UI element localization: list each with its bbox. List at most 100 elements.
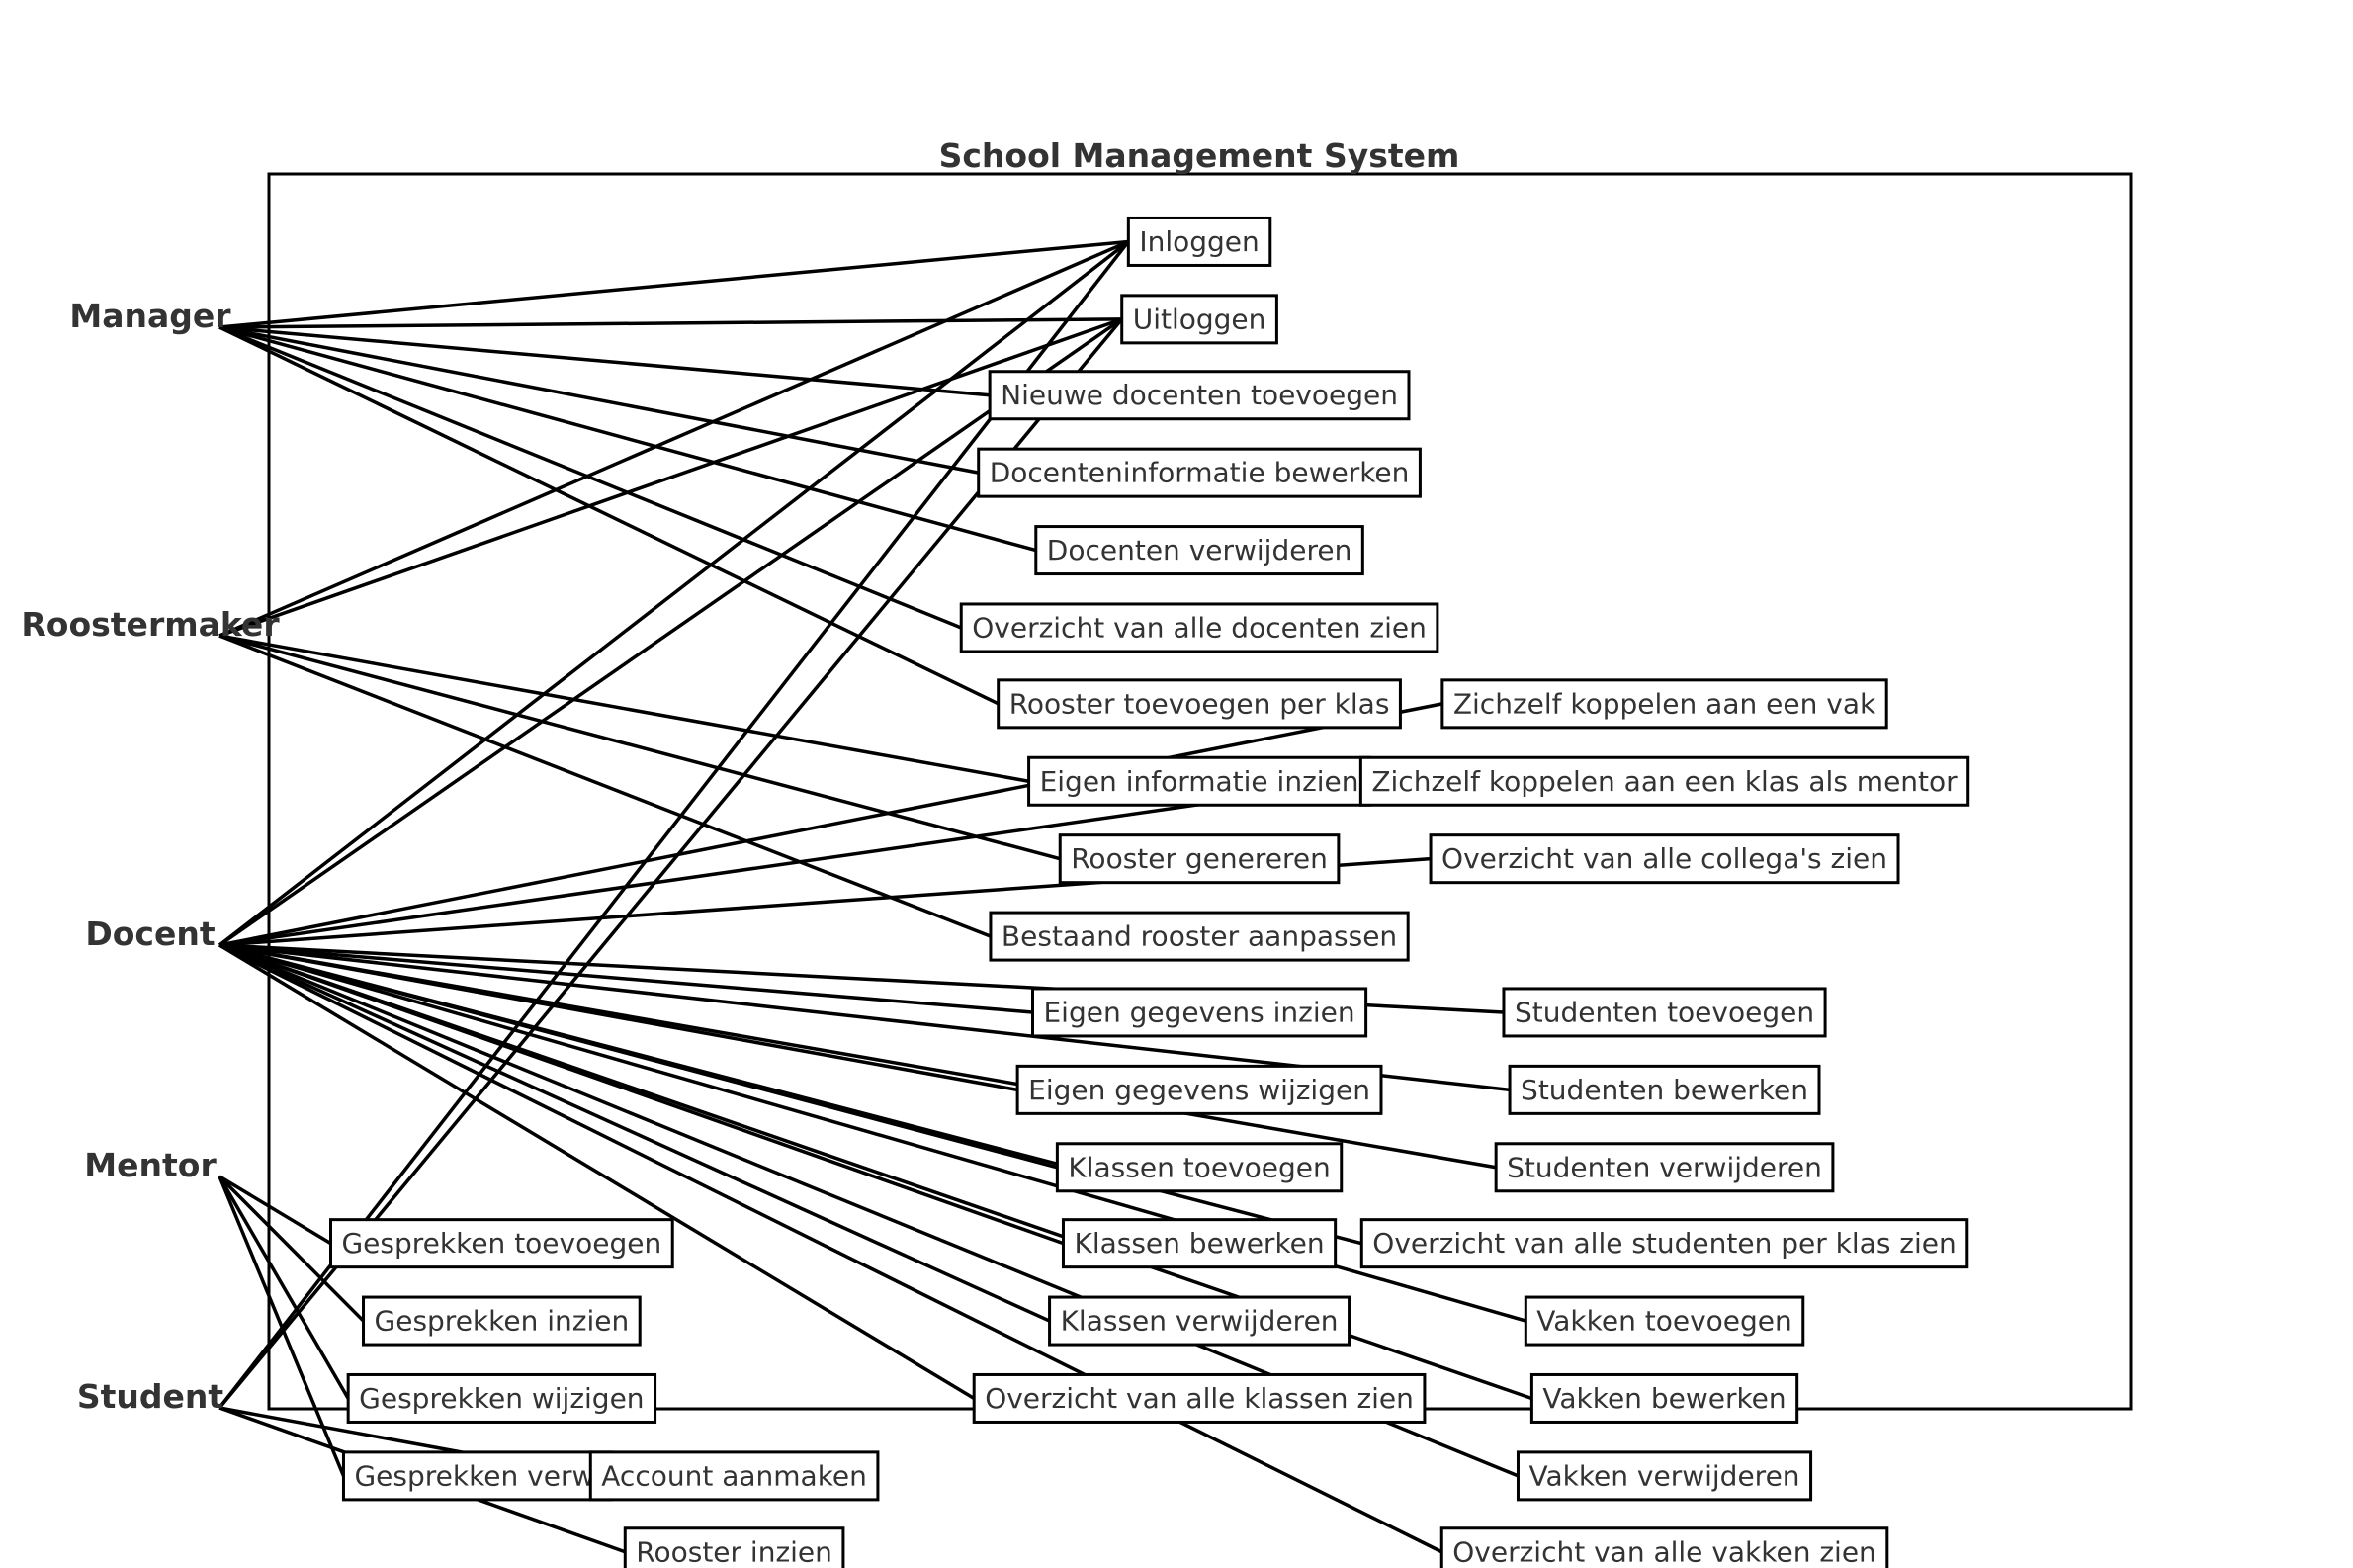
use-case-klassen-bewerken: Klassen bewerken — [1061, 1218, 1338, 1269]
use-case-label: Klassen bewerken — [1074, 1227, 1324, 1260]
use-case-box — [988, 370, 1411, 421]
use-case-klassen-verwijderen: Klassen verwijderen — [1048, 1295, 1351, 1347]
use-case-docenteninfo: Docenteninformatie bewerken — [977, 447, 1422, 498]
use-case-box — [1061, 1218, 1338, 1269]
use-case-docenten-verwijderen: Docenten verwijderen — [1034, 525, 1364, 576]
use-case-box — [362, 1295, 642, 1347]
use-case-eigen-info: Eigen informatie inzien — [1027, 755, 1372, 807]
use-case-label: Eigen gegevens inzien — [1043, 996, 1354, 1028]
use-case-label: Eigen informatie inzien — [1040, 765, 1359, 798]
association-manager-docenten-verwijderen — [218, 325, 1037, 553]
association-roostermaker-inloggen — [218, 239, 1130, 638]
use-case-label: Vakken bewerken — [1542, 1382, 1786, 1415]
use-case-label: Vakken verwijderen — [1528, 1459, 1799, 1492]
use-case-overzicht-studenten-klas: Overzicht van alle studenten per klas zi… — [1359, 1218, 1969, 1269]
use-case-label: Rooster toevoegen per klas — [1009, 687, 1390, 720]
use-case-label: Overzicht van alle docenten zien — [972, 611, 1427, 644]
association-roostermaker-eigen-info — [218, 634, 1029, 783]
use-case-box — [1508, 1064, 1821, 1115]
actor-mentor: Mentor — [84, 1146, 217, 1184]
use-case-label: Account aanmaken — [601, 1459, 867, 1492]
use-case-label: Klassen toevoegen — [1068, 1151, 1330, 1183]
use-case-box — [977, 447, 1422, 498]
use-case-nieuwe-docenten: Nieuwe docenten toevoegen — [988, 370, 1411, 421]
use-case-box — [1429, 833, 1900, 885]
use-case-box — [341, 1450, 613, 1502]
association-mentor-gesprekken-wijzigen — [218, 1176, 350, 1400]
association-docent-koppelen-klas-mentor — [218, 779, 1361, 947]
use-case-label: Docenten verwijderen — [1047, 534, 1352, 566]
use-case-rooster-inzien: Rooster inzien — [623, 1526, 845, 1568]
use-case-label: Zichzelf koppelen aan een vak — [1453, 687, 1876, 720]
association-docent-studenten-verwijderen — [218, 943, 1497, 1170]
use-case-box — [1055, 1142, 1344, 1193]
use-case-label: Zichzelf koppelen aan een klas als mento… — [1371, 765, 1958, 798]
use-case-label: Bestaand rooster aanpassen — [1002, 920, 1397, 953]
use-case-label: Nieuwe docenten toevoegen — [1001, 379, 1398, 411]
use-case-label: Overzicht van alle studenten per klas zi… — [1372, 1227, 1956, 1260]
use-case-gesprekken-verwijderen: Gesprekken verwijderen — [341, 1450, 651, 1502]
use-case-box — [588, 1450, 880, 1502]
actor-docent: Docent — [85, 915, 216, 953]
association-manager-nieuwe-docenten — [218, 325, 991, 397]
use-case-label: Rooster genereren — [1071, 842, 1328, 875]
use-case-box — [1358, 755, 1970, 807]
use-case-box — [1524, 1295, 1805, 1347]
use-case-box — [346, 1372, 657, 1424]
association-docent-koppelen-vak — [218, 702, 1443, 947]
use-case-box — [1516, 1450, 1813, 1502]
use-case-gesprekken-toevoegen: Gesprekken toevoegen — [328, 1218, 674, 1269]
use-case-overzicht-docenten: Overzicht van alle docenten zien — [959, 602, 1439, 653]
use-case-box — [997, 678, 1402, 730]
use-case-bestaand-rooster: Bestaand rooster aanpassen — [989, 911, 1410, 962]
actor-manager: Manager — [69, 297, 231, 335]
use-case-vakken-toevoegen: Vakken toevoegen — [1524, 1295, 1805, 1347]
diagram-title: School Management System — [939, 136, 1460, 175]
use-case-account-aanmaken: Account aanmaken — [588, 1450, 880, 1502]
use-case-vakken-bewerken: Vakken bewerken — [1529, 1372, 1799, 1424]
use-case-box — [1030, 987, 1368, 1038]
use-case-inloggen: Inloggen — [1126, 216, 1272, 267]
use-case-box — [1048, 1295, 1351, 1347]
use-case-overzicht-klassen: Overzicht van alle klassen zien — [972, 1372, 1427, 1424]
association-docent-overzicht-klassen — [218, 943, 976, 1400]
use-case-label: Vakken toevoegen — [1536, 1305, 1791, 1338]
use-case-box — [1120, 294, 1278, 345]
use-case-rooster-per-klas: Rooster toevoegen per klas — [997, 678, 1402, 730]
actor-roostermaker: Roostermaker — [21, 605, 280, 644]
association-manager-overzicht-docenten — [218, 325, 962, 630]
association-manager-inloggen — [218, 239, 1129, 329]
use-case-box — [1015, 1064, 1383, 1115]
use-case-label: Overzicht van alle klassen zien — [985, 1382, 1414, 1415]
use-case-label: Rooster inzien — [636, 1535, 832, 1568]
use-case-label: Gesprekken toevoegen — [341, 1227, 661, 1260]
use-case-box — [1027, 755, 1372, 807]
use-case-box — [1034, 525, 1364, 576]
use-case-vakken-verwijderen: Vakken verwijderen — [1516, 1450, 1813, 1502]
use-case-koppelen-vak: Zichzelf koppelen aan een vak — [1440, 678, 1888, 730]
use-case-studenten-bewerken: Studenten bewerken — [1508, 1064, 1821, 1115]
use-case-label: Gesprekken inzien — [375, 1305, 630, 1338]
association-manager-docenteninfo — [218, 325, 980, 475]
use-case-overzicht-collegas: Overzicht van alle collega's zien — [1429, 833, 1900, 885]
use-case-eigen-gegevens-wijzigen: Eigen gegevens wijzigen — [1015, 1064, 1383, 1115]
use-case-label: Studenten verwijderen — [1507, 1151, 1822, 1183]
use-case-label: Studenten bewerken — [1521, 1074, 1808, 1106]
use-case-box — [623, 1526, 845, 1568]
use-case-label: Overzicht van alle collega's zien — [1441, 842, 1887, 875]
use-case-label: Studenten toevoegen — [1515, 996, 1814, 1028]
use-case-studenten-toevoegen: Studenten toevoegen — [1502, 987, 1827, 1038]
association-docent-klassen-verwijderen — [218, 943, 1051, 1323]
use-case-eigen-gegevens-inzien: Eigen gegevens inzien — [1030, 987, 1368, 1038]
association-docent-inloggen — [218, 240, 1130, 947]
association-roostermaker-bestaand-rooster — [218, 634, 992, 938]
association-student-inloggen — [218, 240, 1130, 1410]
use-case-label: Inloggen — [1139, 225, 1259, 258]
actor-student: Student — [77, 1377, 224, 1416]
use-case-box — [328, 1218, 674, 1269]
association-docent-uitloggen — [218, 317, 1123, 947]
association-docent-overzicht-studenten-klas — [218, 943, 1362, 1246]
